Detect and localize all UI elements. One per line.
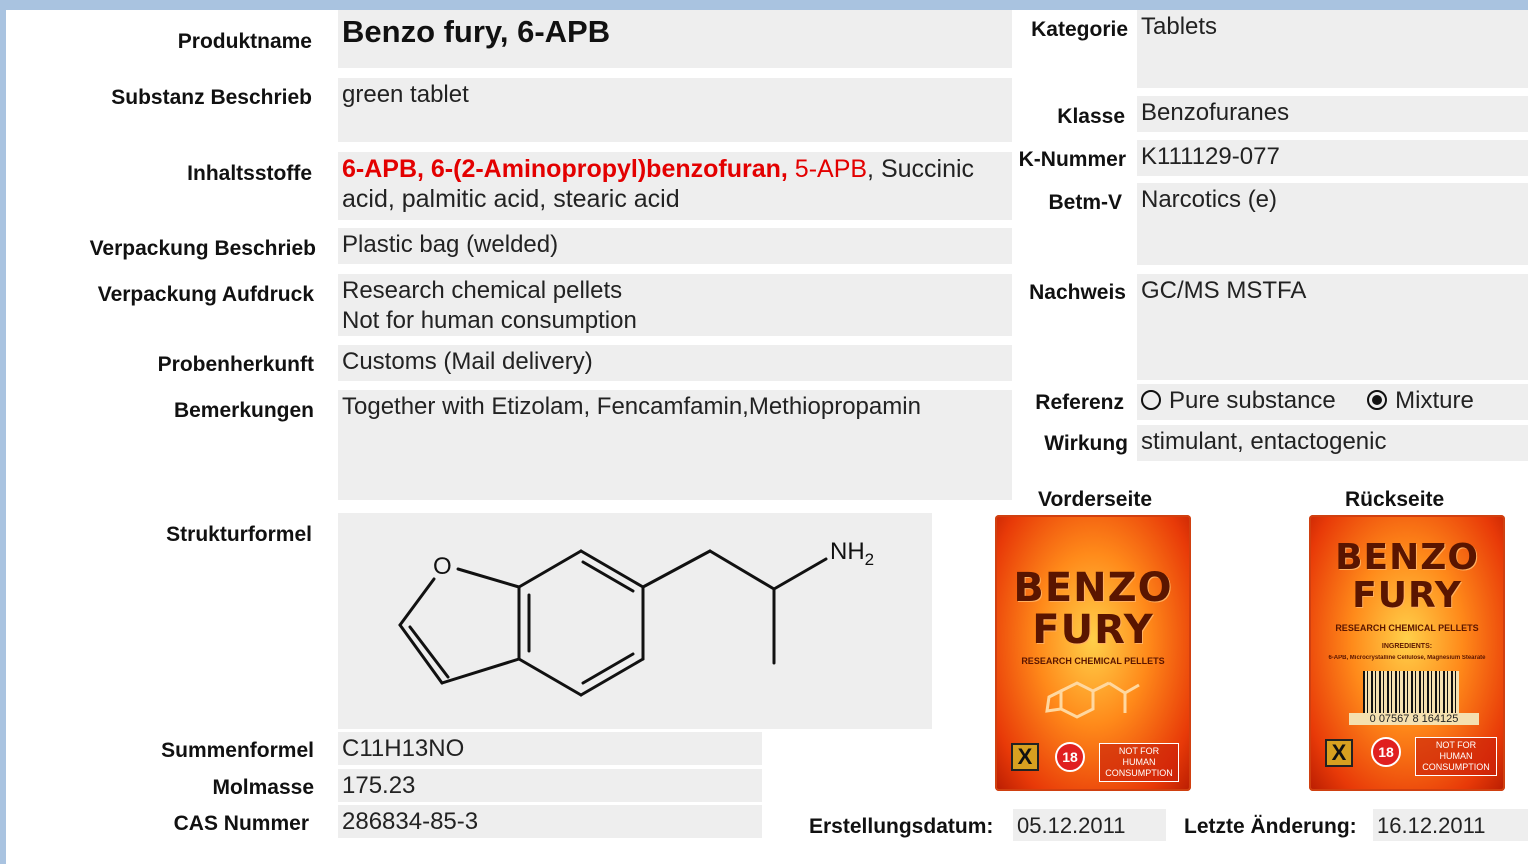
- aufdruck-line1: Research chemical pellets: [342, 277, 623, 304]
- produktname-label: Produktname: [177, 30, 312, 53]
- mixture-radio[interactable]: [1367, 390, 1388, 410]
- 6-apb-structure-svg: [398, 549, 828, 697]
- inhaltsstoffe-line2: acid, palmitic acid, stearic acid: [342, 185, 680, 213]
- structure-diagram: O NH2: [338, 513, 932, 729]
- klasse-value: Benzofuranes: [1137, 96, 1528, 132]
- mixture-label: Mixture: [1395, 387, 1474, 414]
- front-hazard-icon: X: [1011, 743, 1039, 771]
- inhaltsstoffe-label: Inhaltsstoffe: [187, 162, 312, 185]
- betm-v-label: Betm-V: [1048, 191, 1122, 214]
- nachweis-label: Nachweis: [1029, 281, 1126, 304]
- substanz-label: Substanz Beschrieb: [111, 86, 312, 109]
- inhaltsstoffe-main-substance: 6-APB, 6-(2-Aminopropyl)benzofuran,: [342, 155, 788, 183]
- letzte-aenderung-value: 16.12.2011: [1373, 809, 1528, 841]
- front-warning-label: NOT FOR HUMAN CONSUMPTION: [1099, 743, 1179, 782]
- rueckseite-label: Rückseite: [1345, 488, 1445, 511]
- substanz-value: green tablet: [338, 78, 1012, 142]
- kategorie-value: Tablets: [1137, 10, 1528, 88]
- verpackung-aufdruck-label: Verpackung Aufdruck: [97, 283, 314, 306]
- k-nummer-value: K111129-077: [1137, 140, 1528, 176]
- bemerkungen-label: Bemerkungen: [173, 399, 314, 422]
- betm-v-value: Narcotics (e): [1137, 183, 1528, 265]
- wirkung-label: Wirkung: [1044, 432, 1128, 455]
- back-ingredients-label: INGREDIENTS:: [1381, 643, 1433, 650]
- referenz-label: Referenz: [1035, 391, 1124, 414]
- summenformel-label: Summenformel: [161, 739, 314, 762]
- back-hazard-icon: X: [1325, 739, 1353, 767]
- front-brand-line2: FURY: [1032, 607, 1154, 653]
- probenherkunft-value: Customs (Mail delivery): [338, 345, 1012, 381]
- inhaltsstoffe-excipient: , Succinic: [867, 155, 975, 183]
- front-molecule-graphic: [1045, 681, 1140, 719]
- inhaltsstoffe-value: 6-APB, 6-(2-Aminopropyl)benzofuran, 5-AP…: [338, 152, 1012, 220]
- molmasse-label: Molmasse: [212, 776, 314, 799]
- vorderseite-label: Vorderseite: [1038, 488, 1152, 511]
- pure-substance-label: Pure substance: [1169, 387, 1336, 414]
- aufdruck-line2: Not for human consumption: [342, 307, 637, 334]
- verpackung-aufdruck-value: Research chemical pellets Not for human …: [338, 274, 1012, 336]
- back-warning-label: NOT FOR HUMAN CONSUMPTION: [1415, 737, 1497, 776]
- verpackung-beschrieb-label: Verpackung Beschrieb: [89, 237, 316, 260]
- summenformel-value: C11H13NO: [338, 732, 762, 765]
- amine-nh: NH: [830, 538, 865, 565]
- package-front-image: BENZO FURY RESEARCH CHEMICAL PELLETS X 1…: [995, 515, 1191, 791]
- produktname-value: Benzo fury, 6-APB: [338, 10, 1012, 68]
- letzte-aenderung-label: Letzte Änderung:: [1184, 815, 1357, 838]
- erstellungsdatum-label: Erstellungsdatum:: [809, 815, 994, 838]
- probenherkunft-label: Probenherkunft: [157, 353, 314, 376]
- molmasse-value: 175.23: [338, 769, 762, 802]
- erstellungsdatum-value: 05.12.2011: [1013, 809, 1166, 841]
- package-back-image: BENZO FURY RESEARCH CHEMICAL PELLETS ING…: [1309, 515, 1505, 791]
- cas-label: CAS Nummer: [173, 812, 309, 835]
- front-tagline: RESEARCH CHEMICAL PELLETS: [1021, 656, 1165, 666]
- front-age-badge: 18: [1055, 742, 1085, 772]
- klasse-label: Klasse: [1057, 105, 1125, 128]
- substance-datasheet: Produktname Substanz Beschrieb Inhaltsst…: [6, 10, 1528, 864]
- back-barcode-number: 0 07567 8 164125: [1349, 713, 1479, 725]
- oxygen-atom-label: O: [433, 553, 452, 580]
- back-tagline: RESEARCH CHEMICAL PELLETS: [1335, 623, 1479, 633]
- cas-value: 286834-85-3: [338, 805, 762, 838]
- kategorie-label: Kategorie: [1031, 18, 1128, 41]
- back-age-badge: 18: [1371, 737, 1401, 767]
- nachweis-value: GC/MS MSTFA: [1137, 274, 1528, 380]
- verpackung-beschrieb-value: Plastic bag (welded): [338, 228, 1012, 264]
- strukturformel-label: Strukturformel: [166, 523, 312, 546]
- back-ingredients-text: 6-APB, Microcrystalline Cellulose, Magne…: [1328, 655, 1486, 661]
- referenz-value: Pure substance Mixture: [1137, 384, 1528, 420]
- pure-substance-radio[interactable]: [1141, 390, 1161, 410]
- back-brand-line2: FURY: [1352, 575, 1462, 616]
- wirkung-value: stimulant, entactogenic: [1137, 425, 1528, 461]
- k-nummer-label: K-Nummer: [1018, 148, 1126, 171]
- back-barcode: [1363, 671, 1459, 715]
- amine-group-label: NH2: [830, 538, 874, 570]
- bemerkungen-value: Together with Etizolam, Fencamfamin,Meth…: [338, 390, 1012, 500]
- back-brand-line1: BENZO: [1335, 537, 1479, 578]
- amine-subscript: 2: [864, 549, 875, 569]
- front-brand-line1: BENZO: [1013, 565, 1173, 611]
- inhaltsstoffe-secondary-substance: 5-APB: [787, 155, 868, 183]
